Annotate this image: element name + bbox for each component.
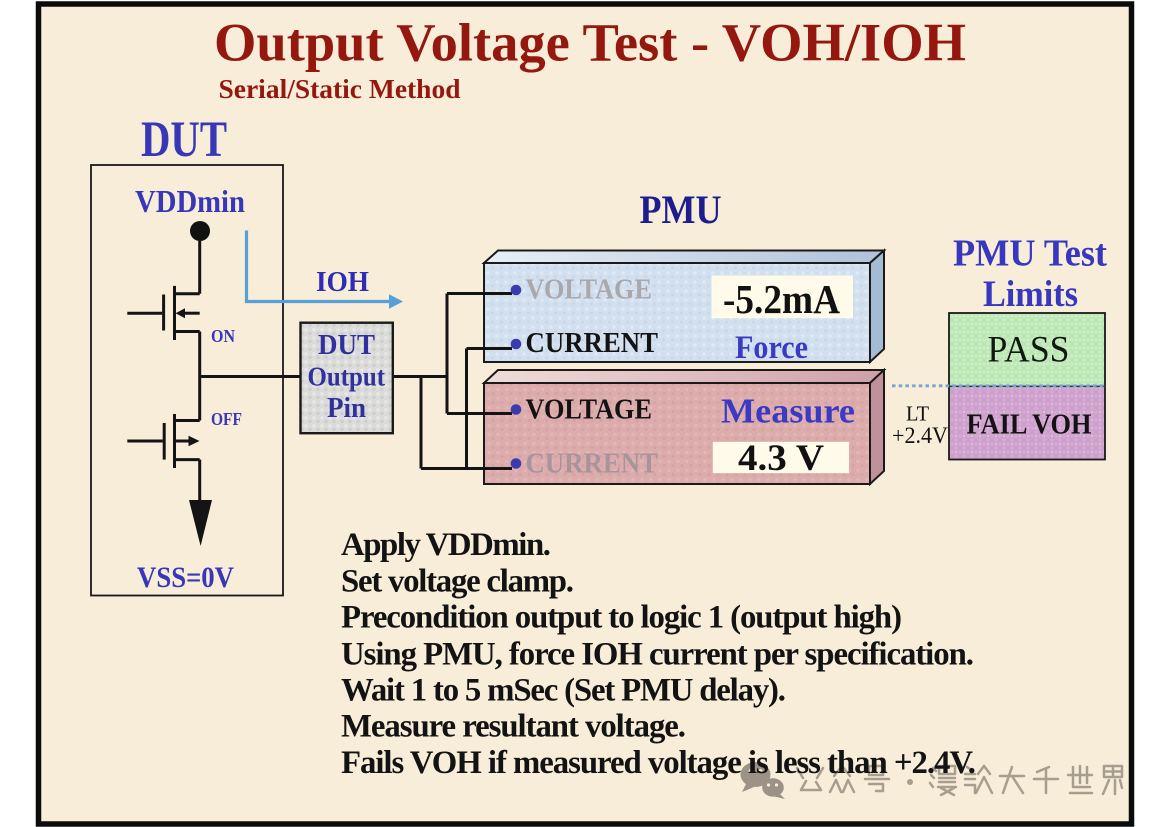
svg-text:ON: ON xyxy=(211,326,235,346)
svg-text:Serial/Static Method: Serial/Static Method xyxy=(219,74,461,104)
svg-text:VOLTAGE: VOLTAGE xyxy=(526,395,653,426)
svg-text:OFF: OFF xyxy=(211,409,242,429)
svg-text:PMU Test: PMU Test xyxy=(953,233,1107,275)
svg-text:VOLTAGE: VOLTAGE xyxy=(526,275,653,306)
svg-text:Pin: Pin xyxy=(327,393,366,424)
svg-text:Output: Output xyxy=(308,361,386,392)
svg-text:VDDmin: VDDmin xyxy=(135,184,245,219)
svg-text:FAIL VOH: FAIL VOH xyxy=(967,409,1092,441)
svg-text:CURRENT: CURRENT xyxy=(526,449,659,480)
svg-text:-5.2mA: -5.2mA xyxy=(723,276,840,322)
svg-text:Apply VDDmin.: Apply VDDmin. xyxy=(341,527,551,563)
svg-text:IOH: IOH xyxy=(316,267,369,298)
svg-text:PASS: PASS xyxy=(988,329,1070,370)
svg-text:4.3 V: 4.3 V xyxy=(738,438,824,479)
svg-text:Measure: Measure xyxy=(721,392,855,431)
svg-text:DUT: DUT xyxy=(141,112,227,168)
svg-text:Limits: Limits xyxy=(983,274,1078,315)
svg-text:Fails VOH if measured voltage: Fails VOH if measured voltage is less th… xyxy=(341,745,976,781)
svg-text:VSS=0V: VSS=0V xyxy=(137,561,234,594)
svg-text:Force: Force xyxy=(735,330,808,366)
svg-text:Precondition output to logic 1: Precondition output to logic 1 (output h… xyxy=(341,600,902,636)
svg-text:Using PMU, force IOH current p: Using PMU, force IOH current per specifi… xyxy=(341,636,974,672)
svg-text:CURRENT: CURRENT xyxy=(526,328,659,359)
svg-text:Measure resultant voltage.: Measure resultant voltage. xyxy=(341,708,686,744)
svg-text:Output Voltage Test - VOH/IOH: Output Voltage Test - VOH/IOH xyxy=(214,13,966,73)
svg-text:PMU: PMU xyxy=(640,187,722,232)
svg-text:+2.4V: +2.4V xyxy=(892,423,948,448)
svg-text:Wait 1 to 5 mSec (Set PMU dela: Wait 1 to 5 mSec (Set PMU delay). xyxy=(341,672,786,708)
svg-text:DUT: DUT xyxy=(318,330,375,361)
svg-text:Set voltage clamp.: Set voltage clamp. xyxy=(341,564,574,600)
svg-text:LT: LT xyxy=(906,402,929,426)
